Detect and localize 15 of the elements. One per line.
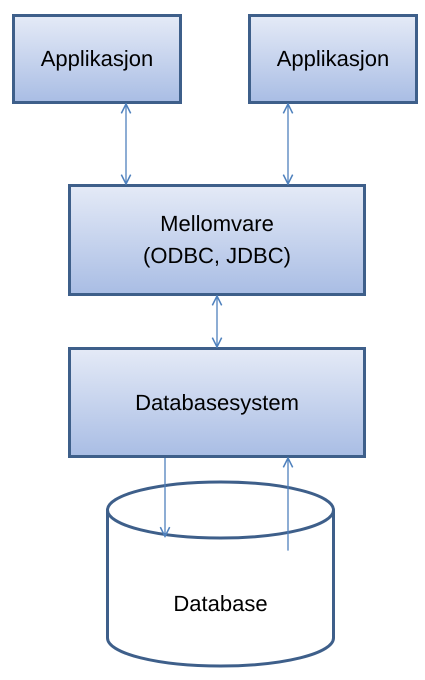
process-box [248, 14, 418, 104]
node-label: Mellomvare (ODBC, JDBC) [142, 210, 292, 270]
arrow [282, 457, 294, 551]
process-box [12, 14, 182, 104]
node-label: Database [173, 590, 268, 618]
arrow [160, 458, 170, 538]
arrow [120, 103, 132, 185]
arrow [282, 103, 294, 185]
node-label: Applikasjon [40, 45, 154, 74]
node-label: Databasesystem [135, 388, 299, 417]
database-cylinder [106, 480, 335, 668]
arrow [212, 295, 222, 348]
node-label: Applikasjon [276, 45, 390, 74]
process-box [68, 347, 366, 458]
process-box [68, 184, 366, 296]
